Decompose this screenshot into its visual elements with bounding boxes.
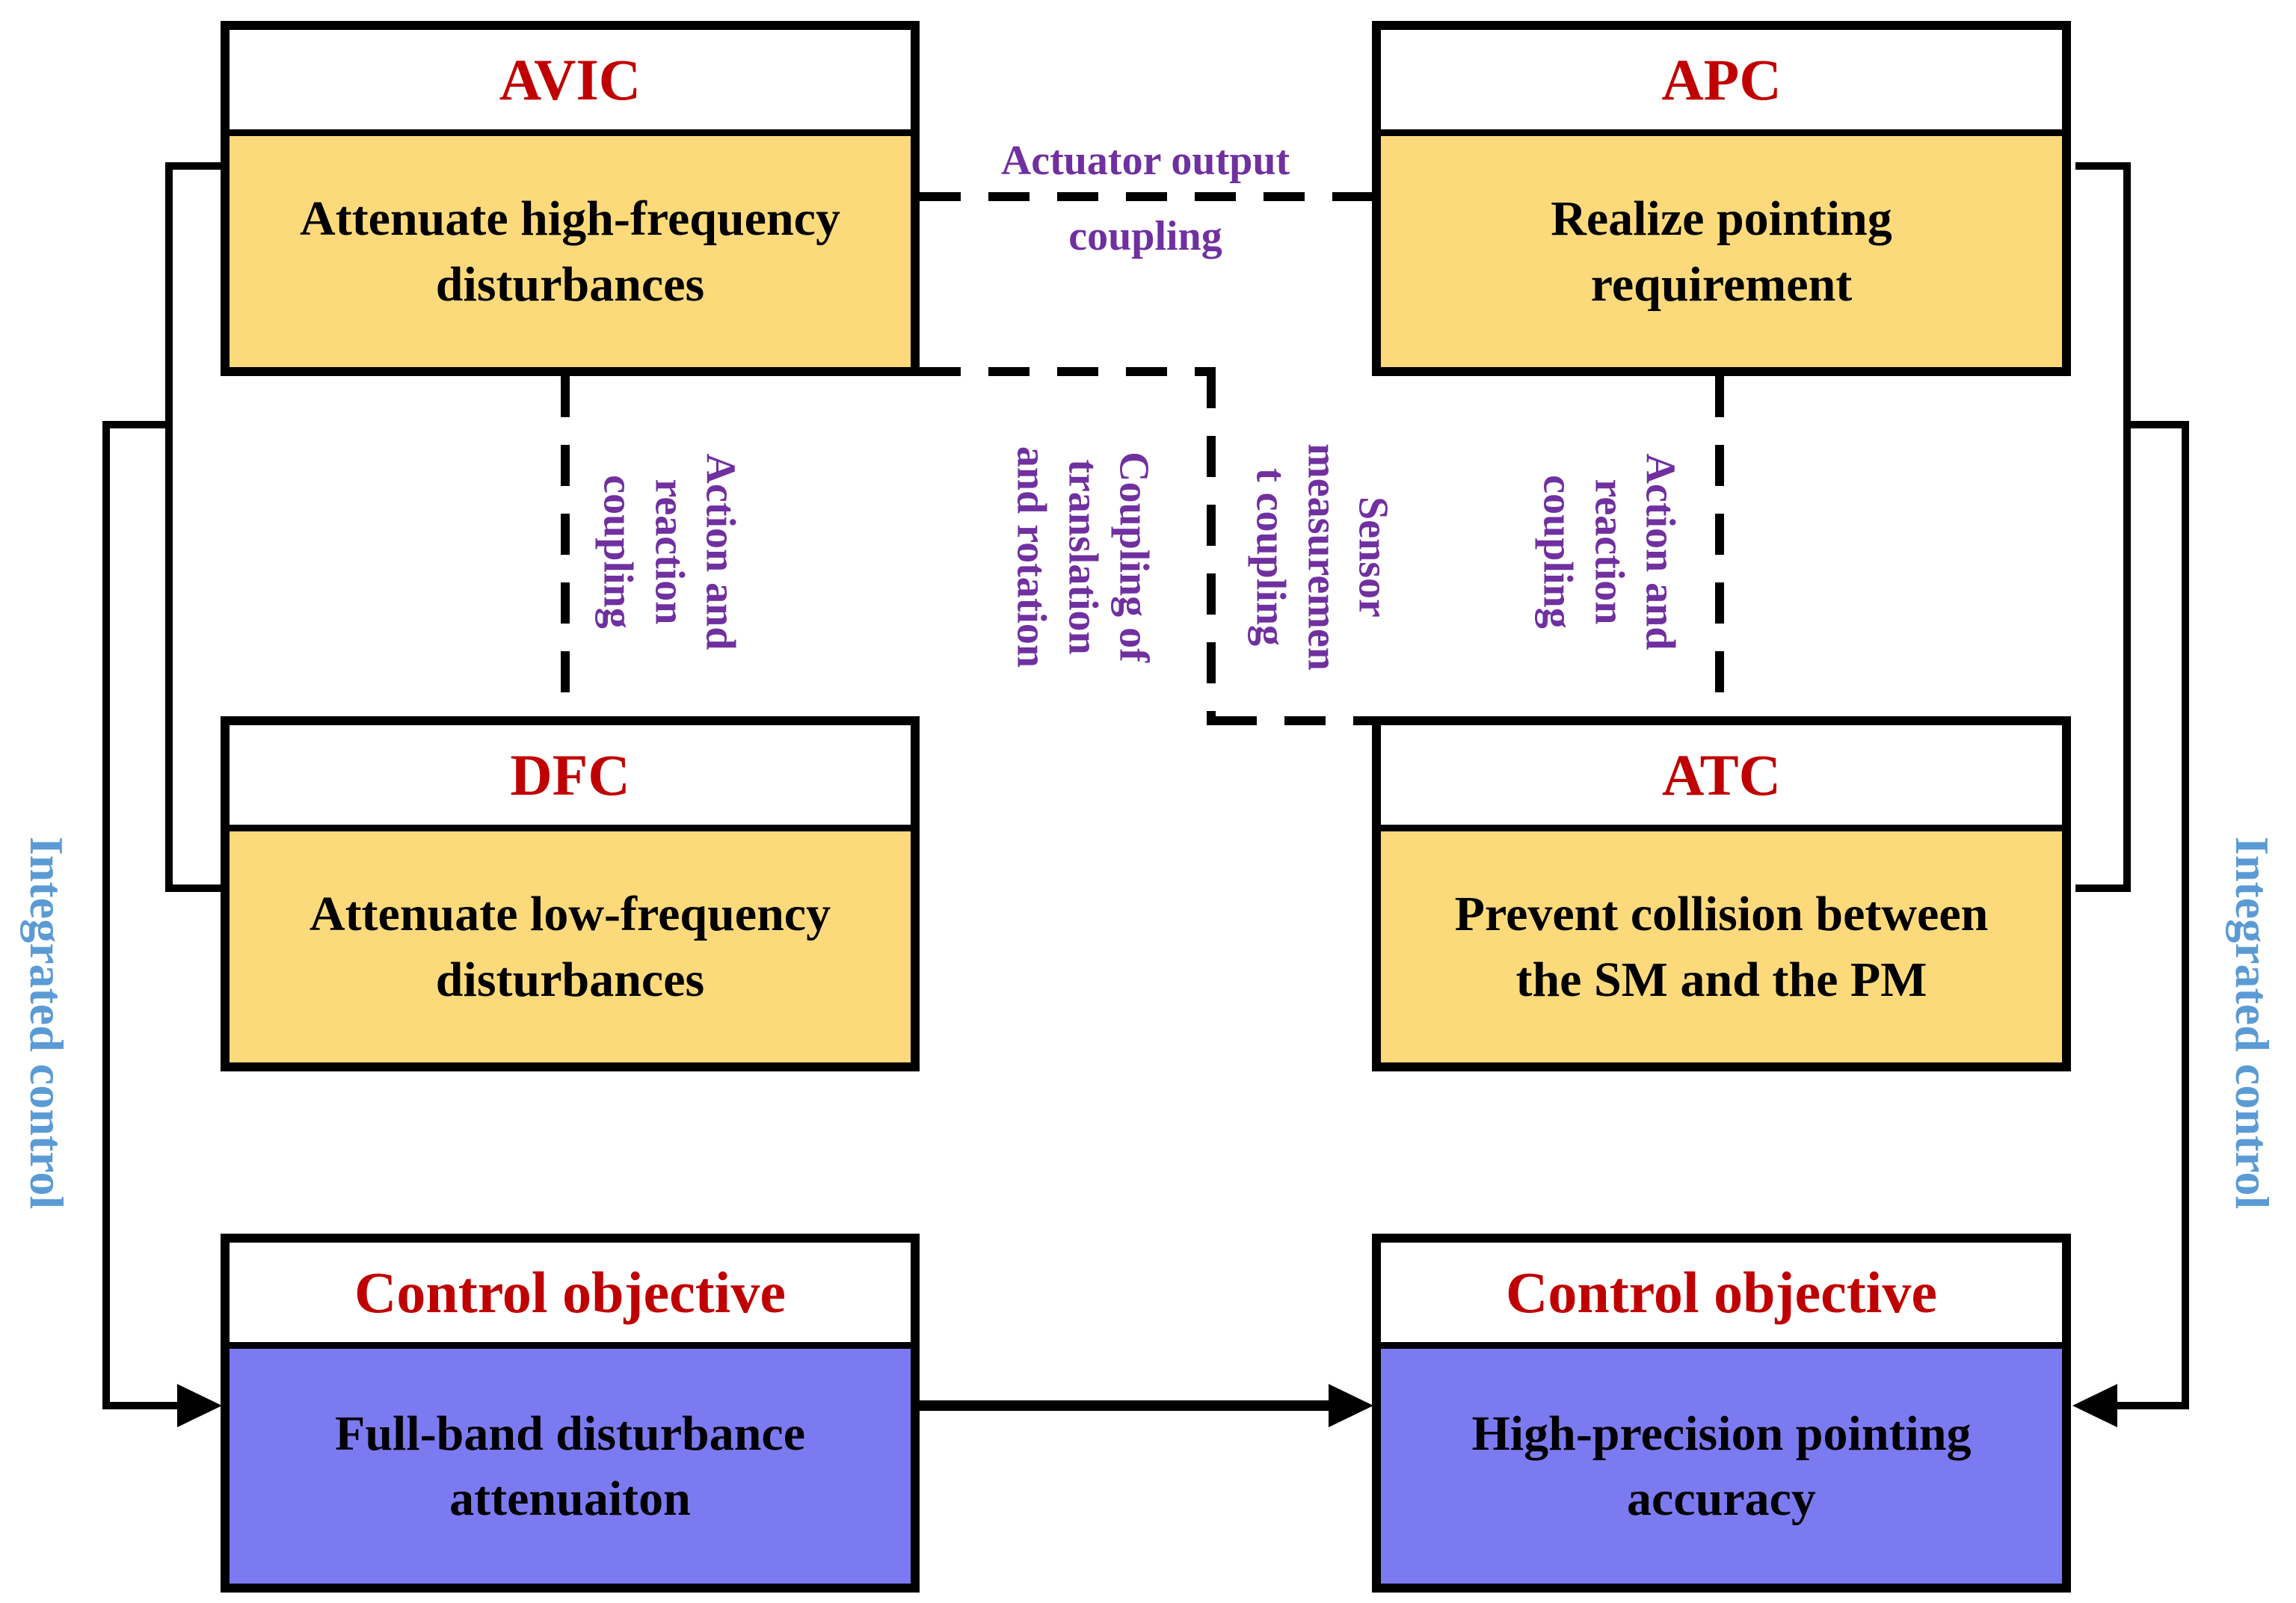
control-objective-left-title: Control objective: [354, 1259, 786, 1325]
avic-box: AVIC Attenuate high-frequency disturbanc…: [221, 21, 920, 376]
right-integrated-branch: [2131, 421, 2189, 428]
control-objective-left-body: Full-band disturbance attenuaiton: [230, 1349, 911, 1584]
apc-box: APC Realize pointing requirement: [1372, 21, 2071, 376]
atc-header: ATC: [1381, 725, 2062, 831]
action-reaction-coupling-right-label: Action and reaction coupling: [1534, 453, 1684, 650]
dfc-title: DFC: [510, 742, 630, 807]
apc-header: APC: [1381, 30, 2062, 136]
dfc-body: Attenuate low-frequency disturbances: [230, 831, 911, 1062]
actuator-output-coupling-label: Actuator output coupling: [1000, 138, 1290, 259]
control-objective-left-box: Control objective Full-band disturbance …: [221, 1234, 920, 1593]
mid-dashed-line-bottom: [1216, 716, 1372, 725]
dfc-box: DFC Attenuate low-frequency disturbances: [221, 716, 920, 1071]
right-integrated-arrowhead: [2072, 1384, 2117, 1427]
integrated-control-left-label: Integrated control: [20, 836, 73, 1210]
objective-link-arrowhead: [1329, 1384, 1373, 1427]
control-objective-right-box: Control objective High-precision pointin…: [1372, 1234, 2071, 1593]
atc-title: ATC: [1662, 742, 1781, 807]
mid-dashed-line-vertical: [1207, 367, 1216, 725]
atc-body: Prevent collision between the SM and the…: [1381, 831, 2062, 1062]
left-integrated-arrowhead: [177, 1384, 222, 1427]
left-bracket-bottom-hook: [165, 884, 221, 892]
dfc-header: DFC: [230, 725, 911, 831]
avic-body: Attenuate high-frequency disturbances: [230, 136, 911, 367]
apc-atc-dashed-line: [1715, 376, 1724, 716]
apc-title: APC: [1661, 46, 1782, 112]
left-bracket-top-hook: [165, 162, 221, 170]
mid-dashed-line-top: [920, 367, 1216, 376]
atc-box: ATC Prevent collision between the SM and…: [1372, 716, 2071, 1071]
left-integrated-vertical: [102, 421, 110, 1409]
left-bracket-vertical: [165, 162, 173, 892]
avic-title: AVIC: [499, 46, 641, 112]
integrated-control-right-label: Integrated control: [2226, 836, 2279, 1210]
control-objective-left-header: Control objective: [230, 1243, 911, 1349]
control-objective-right-body: High-precision pointing accuracy: [1381, 1349, 2062, 1584]
right-integrated-vertical: [2182, 421, 2189, 1409]
right-bracket-bottom-hook: [2075, 884, 2131, 892]
control-objective-right-title: Control objective: [1506, 1259, 1937, 1325]
control-objective-left-body-text: Full-band disturbance attenuaiton: [335, 1406, 805, 1526]
right-bracket-vertical: [2123, 162, 2131, 892]
sensor-measurement-coupling-label: Sensor measuremen t coupling: [1247, 443, 1397, 671]
translation-rotation-coupling-label: Coupling of translation and rotation: [1008, 446, 1157, 668]
control-objective-right-header: Control objective: [1381, 1243, 2062, 1349]
right-integrated-bottom: [2113, 1402, 2189, 1409]
control-objective-right-body-text: High-precision pointing accuracy: [1471, 1406, 1972, 1526]
avic-apc-dashed-line: [920, 192, 1372, 201]
avic-dfc-dashed-line: [561, 376, 570, 716]
left-integrated-bottom: [102, 1402, 185, 1409]
right-bracket-top-hook: [2075, 162, 2131, 170]
objective-link-line: [920, 1400, 1331, 1411]
action-reaction-coupling-left-label: Action and reaction coupling: [594, 453, 744, 650]
avic-header: AVIC: [230, 30, 911, 136]
left-integrated-branch: [102, 421, 173, 428]
dfc-body-text: Attenuate low-frequency disturbances: [309, 887, 831, 1007]
avic-body-text: Attenuate high-frequency disturbances: [300, 191, 840, 312]
atc-body-text: Prevent collision between the SM and the…: [1454, 887, 1989, 1007]
apc-body-text: Realize pointing requirement: [1551, 191, 1892, 312]
apc-body: Realize pointing requirement: [1381, 136, 2062, 367]
